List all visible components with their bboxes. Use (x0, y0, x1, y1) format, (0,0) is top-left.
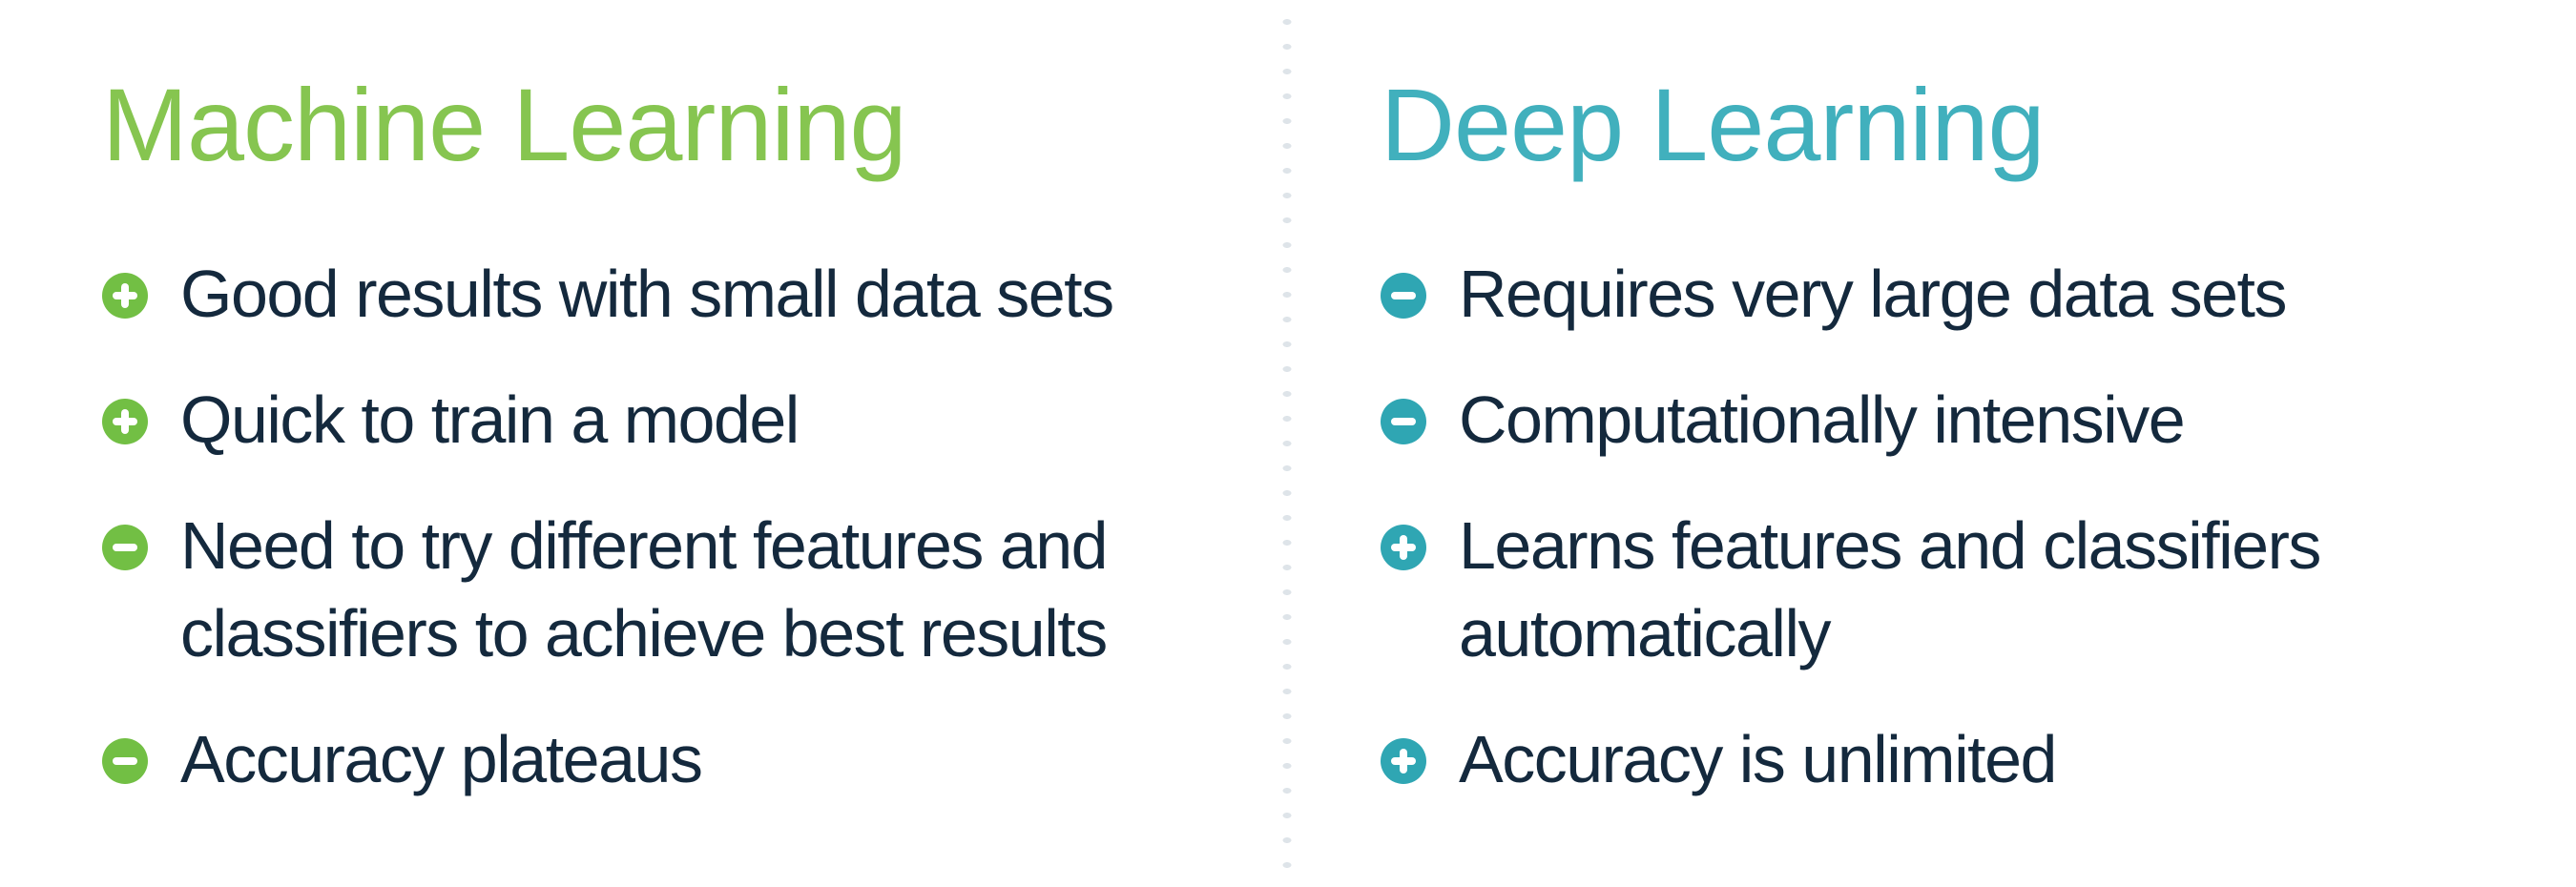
list-item: Computationally intensive (1381, 376, 2547, 464)
list-item: Good results with small data sets (102, 250, 1248, 338)
plus-icon (102, 398, 148, 444)
list-item: Learns features and classifiers automati… (1381, 502, 2547, 677)
minus-icon (102, 524, 148, 570)
list-item-text: Accuracy plateaus (180, 721, 703, 796)
deep-learning-list: Requires very large data sets Computatio… (1381, 250, 2547, 803)
minus-icon (102, 737, 148, 784)
list-item-text: Good results with small data sets (180, 256, 1114, 331)
machine-learning-title: Machine Learning (102, 67, 907, 182)
list-item-text: Need to try different features and class… (180, 507, 1109, 670)
deep-learning-title: Deep Learning (1381, 67, 2046, 182)
list-item: Accuracy is unlimited (1381, 715, 2547, 803)
plus-icon (1381, 524, 1426, 570)
list-item: Accuracy plateaus (102, 715, 1248, 803)
list-item: Need to try different features and class… (102, 502, 1248, 677)
machine-learning-list: Good results with small data sets Quick … (102, 250, 1248, 803)
machine-learning-column: Machine Learning Good results with small… (0, 0, 1286, 887)
plus-icon (102, 272, 148, 319)
dotted-divider (1282, 17, 1292, 870)
list-item-text: Requires very large data sets (1459, 256, 2287, 331)
minus-icon (1381, 398, 1426, 444)
list-item-text: Accuracy is unlimited (1459, 721, 2057, 796)
deep-learning-column: Deep Learning Requires very large data s… (1286, 0, 2576, 887)
minus-icon (1381, 272, 1426, 319)
list-item: Quick to train a model (102, 376, 1248, 464)
list-item-text: Quick to train a model (180, 382, 800, 457)
plus-icon (1381, 737, 1426, 784)
list-item-text: Computationally intensive (1459, 382, 2186, 457)
list-item: Requires very large data sets (1381, 250, 2547, 338)
list-item-text: Learns features and classifiers automati… (1459, 507, 2321, 670)
